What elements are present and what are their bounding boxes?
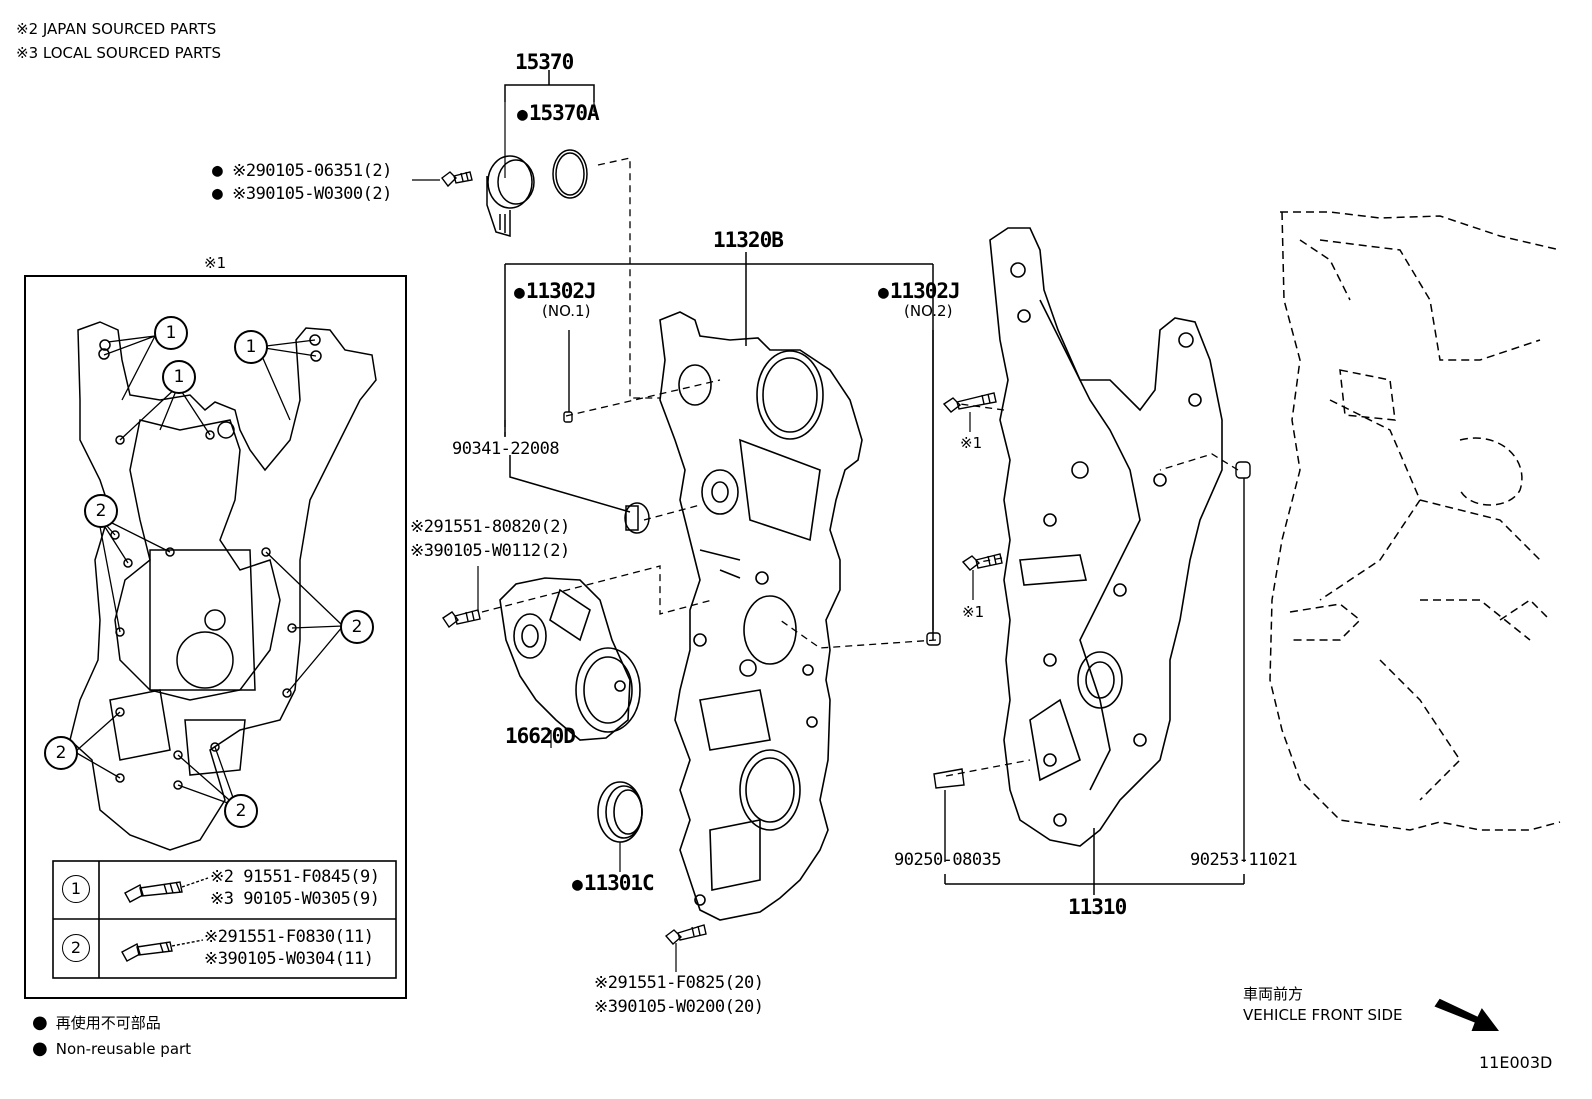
- inset-table-grid: [52, 860, 397, 979]
- tensioner-16620D-drawing: [499, 577, 641, 741]
- plug-90341: [509, 455, 650, 534]
- figure-code: 11E003D: [1479, 1053, 1553, 1072]
- legend-jp: ● 再使用不可部品: [32, 1014, 161, 1032]
- part-11302J-no2-sub: (NO.2): [904, 302, 953, 320]
- inset-callout-1: 1: [234, 330, 268, 364]
- part-11302J-no2[interactable]: 11302J: [878, 281, 961, 302]
- part-15370A[interactable]: 15370A: [517, 103, 600, 124]
- nonreusable-dot-icon: ●: [32, 1012, 48, 1033]
- bolt-top-drawing: [441, 171, 473, 188]
- bolt-top-japan-label: ※290105-06351(2): [232, 161, 392, 181]
- star1-label-upper: ※1: [960, 434, 983, 452]
- engine-block-drawing: [1269, 211, 1561, 831]
- table-row2-japan[interactable]: ※291551-F0830(11): [204, 927, 374, 947]
- legend-en-text: Non-reusable part: [55, 1040, 192, 1058]
- inset-leaders: [74, 335, 344, 807]
- inset-callout-1: 1: [154, 316, 188, 350]
- cover-11320B-drawing: [659, 311, 863, 921]
- dowel-pins: [563, 330, 1251, 862]
- nonreusable-dot-icon: ●: [212, 160, 223, 181]
- inset-title: ※1: [204, 254, 227, 272]
- side-bolts-drawing: [942, 392, 1003, 571]
- star1-label-lower: ※1: [962, 603, 985, 621]
- part-90253-11021[interactable]: 90253-11021: [1190, 850, 1298, 870]
- part-16620D[interactable]: 16620D: [505, 724, 576, 748]
- bolt-mid-local[interactable]: ※390105-W0112(2): [410, 541, 570, 561]
- nonreusable-dot-icon: ●: [212, 183, 223, 204]
- oil-seal-11301C-drawing: [597, 781, 643, 843]
- bracket-15370: [504, 84, 595, 102]
- legend-en: ● Non-reusable part: [32, 1040, 191, 1058]
- ocv-15370-drawing: [486, 149, 588, 237]
- inset-frame: [24, 275, 407, 999]
- inset-callout-1: 1: [162, 360, 196, 394]
- front-side-jp: 車両前方: [1243, 985, 1304, 1003]
- inset-callout-2: 2: [44, 736, 78, 770]
- table-key-2: 2: [62, 934, 90, 962]
- bolt-mid-drawing: [442, 609, 481, 629]
- inset-callout-2: 2: [84, 494, 118, 528]
- table-key-1: 1: [62, 875, 90, 903]
- part-15370[interactable]: 15370: [515, 50, 574, 74]
- part-11302J-no1-sub: (NO.1): [542, 302, 591, 320]
- part-11302J-no1[interactable]: 11302J: [514, 281, 597, 302]
- bolt-mid-japan[interactable]: ※291551-80820(2): [410, 517, 570, 537]
- bolt-top-japan[interactable]: ● ※290105-06351(2): [212, 162, 392, 180]
- part-11320B[interactable]: 11320B: [713, 228, 784, 252]
- table-row2-local[interactable]: ※390105-W0304(11): [204, 949, 374, 969]
- part-11301C[interactable]: 11301C: [572, 873, 655, 894]
- front-arrow: [1434, 998, 1499, 1031]
- inset-callout-2: 2: [340, 610, 374, 644]
- part-90341-22008[interactable]: 90341-22008: [452, 439, 560, 459]
- table-row1-japan[interactable]: ※2 91551-F0845(9): [210, 867, 380, 887]
- part-90250-08035[interactable]: 90250-08035: [894, 850, 1002, 870]
- inset-callout-2: 2: [224, 794, 258, 828]
- bolt-top-local-label: ※390105-W0300(2): [232, 184, 392, 204]
- guide-lines: [481, 157, 1239, 777]
- bolt-bottom-local[interactable]: ※390105-W0200(20): [594, 997, 764, 1017]
- table-row1-local[interactable]: ※3 90105-W0305(9): [210, 889, 380, 909]
- note-japan-sourced: ※2 JAPAN SOURCED PARTS: [16, 20, 217, 38]
- bracket-11310: [944, 828, 1245, 895]
- bolt-bottom-japan[interactable]: ※291551-F0825(20): [594, 973, 764, 993]
- table-bolt-icons: [121, 877, 209, 962]
- note-local-sourced: ※3 LOCAL SOURCED PARTS: [16, 44, 221, 62]
- nonreusable-dot-icon: ●: [32, 1038, 48, 1059]
- inset-cover-drawing: [69, 321, 377, 851]
- front-side-en: VEHICLE FRONT SIDE: [1243, 1006, 1403, 1024]
- bolt-top-local[interactable]: ● ※390105-W0300(2): [212, 185, 392, 203]
- part-11310[interactable]: 11310: [1068, 895, 1127, 919]
- case-11310-drawing: [989, 227, 1223, 847]
- legend-jp-text: 再使用不可部品: [55, 1014, 161, 1032]
- bolt-bottom-drawing: [664, 924, 707, 945]
